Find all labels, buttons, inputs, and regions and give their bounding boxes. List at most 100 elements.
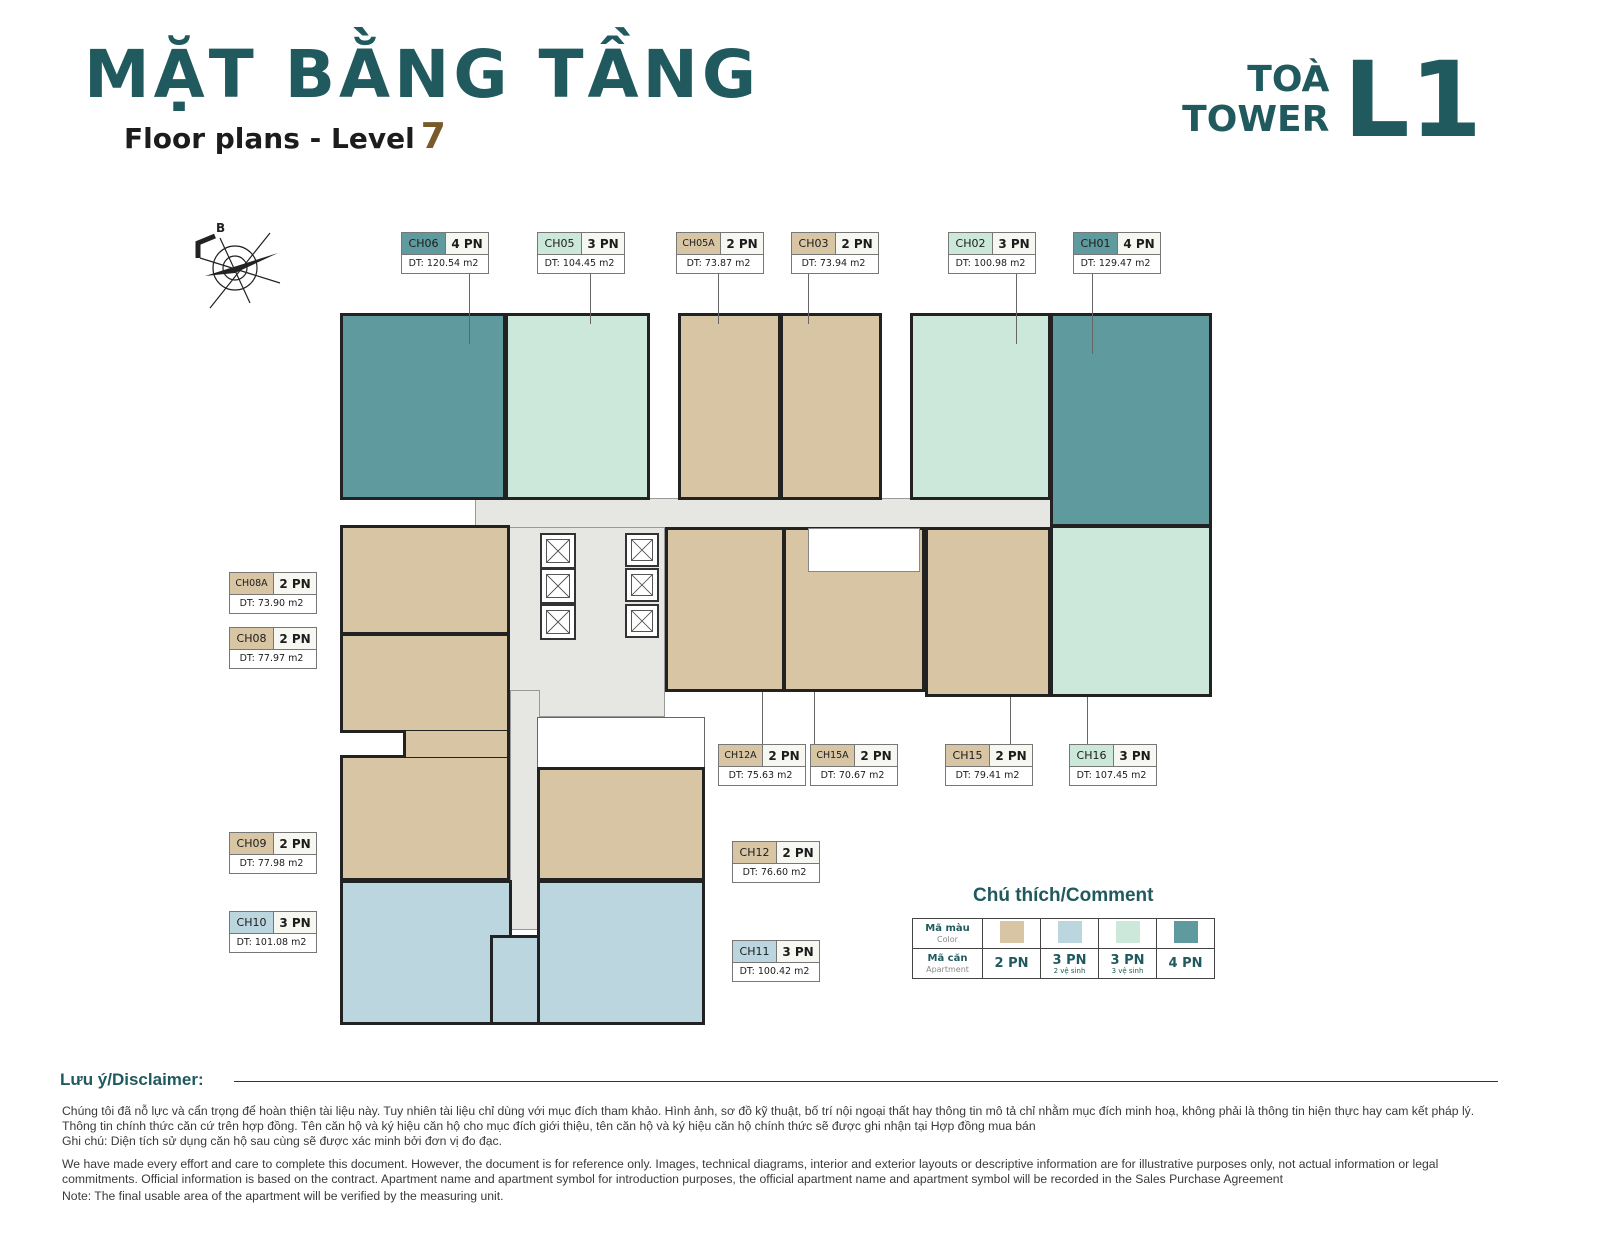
elevator <box>540 568 576 604</box>
unit-area: 73.90 m2 <box>257 598 304 609</box>
unit-area: 73.94 m2 <box>819 258 866 269</box>
unit-ch06[interactable] <box>340 313 506 500</box>
unit-id: CH05 <box>538 233 582 254</box>
unit-ch15[interactable] <box>925 527 1051 697</box>
unit-area: 104.45 m2 <box>562 258 615 269</box>
divider <box>234 1081 1498 1082</box>
elevator <box>625 533 659 567</box>
unit-ch10[interactable] <box>340 880 512 1025</box>
unit-area: 70.67 m2 <box>838 770 885 781</box>
unit-ch05[interactable] <box>505 313 650 500</box>
unit-area: 77.97 m2 <box>257 653 304 664</box>
unit-id: CH03 <box>792 233 836 254</box>
unit-ch03[interactable] <box>780 313 882 500</box>
unit-id: CH15A <box>811 745 855 766</box>
unit-ch05a[interactable] <box>678 313 781 500</box>
elevator <box>540 533 576 569</box>
disclaimer-heading: Lưu ý/Disclaimer: <box>60 1070 204 1089</box>
swatch-3pn-2vs <box>1057 920 1082 943</box>
unit-ch12[interactable] <box>537 767 705 881</box>
unit-bedrooms: 3 PN <box>993 233 1035 254</box>
subtitle-text: Floor plans - Level <box>124 122 415 155</box>
unit-connector <box>403 731 510 757</box>
unit-ch02[interactable] <box>910 313 1051 500</box>
unit-bedrooms: 3 PN <box>1114 745 1156 766</box>
unit-id: CH06 <box>402 233 446 254</box>
unit-id: CH12 <box>733 842 777 863</box>
compass-label: B <box>216 221 225 235</box>
unit-ch09[interactable] <box>340 755 510 881</box>
unit-id: CH12A <box>719 745 763 766</box>
legend-item: 3 PN <box>1052 952 1087 968</box>
unit-area: 73.87 m2 <box>704 258 751 269</box>
unit-bedrooms: 3 PN <box>777 941 819 962</box>
disclaimer-en-note: Note: The final usable area of the apart… <box>62 1189 504 1203</box>
legend-row-label: Mã màu <box>925 922 970 934</box>
corridor-horizontal <box>475 498 1105 528</box>
unit-bedrooms: 2 PN <box>836 233 878 254</box>
unit-ch16[interactable] <box>1050 525 1212 697</box>
unit-id: CH01 <box>1074 233 1118 254</box>
unit-id: CH11 <box>733 941 777 962</box>
stair-upper <box>808 528 920 572</box>
unit-ch12a[interactable] <box>665 527 785 692</box>
unit-id: CH05A <box>677 233 721 254</box>
elevator <box>540 604 576 640</box>
tower-line2: TOWER <box>1182 99 1330 140</box>
swatch-4pn <box>1173 920 1198 943</box>
unit-id: CH02 <box>949 233 993 254</box>
unit-area: 100.42 m2 <box>757 966 810 977</box>
unit-area: 107.45 m2 <box>1094 770 1147 781</box>
legend-title: Chú thích/Comment <box>973 885 1154 906</box>
level-number: 7 <box>420 116 446 157</box>
unit-ch01[interactable] <box>1050 313 1212 527</box>
unit-bedrooms: 3 PN <box>274 912 316 933</box>
unit-bedrooms: 2 PN <box>777 842 819 863</box>
unit-ch11[interactable] <box>537 880 705 1025</box>
unit-id: CH08 <box>230 628 274 649</box>
unit-bedrooms: 2 PN <box>763 745 805 766</box>
unit-area: 129.47 m2 <box>1098 258 1151 269</box>
legend-item: 4 PN <box>1168 956 1203 971</box>
unit-bedrooms: 3 PN <box>582 233 624 254</box>
unit-bedrooms: 2 PN <box>721 233 763 254</box>
unit-bedrooms: 2 PN <box>274 833 316 854</box>
stair-lower <box>537 717 705 769</box>
swatch-3pn-3vs <box>1115 920 1140 943</box>
unit-bedrooms: 4 PN <box>446 233 488 254</box>
compass-icon: B <box>190 218 285 313</box>
elevator <box>625 568 659 602</box>
unit-area: 120.54 m2 <box>426 258 479 269</box>
legend-row-label: Mã căn <box>927 952 968 964</box>
swatch-2pn <box>999 920 1024 943</box>
unit-ch08a[interactable] <box>340 525 510 635</box>
legend-item: 2 PN <box>994 956 1029 971</box>
legend-item: 3 PN <box>1110 952 1145 968</box>
unit-ch08[interactable] <box>340 633 510 733</box>
disclaimer-vi: Chúng tôi đã nỗ lực và cẩn trọng để hoàn… <box>62 1104 1475 1133</box>
disclaimer-en: We have made every effort and care to co… <box>62 1157 1439 1186</box>
unit-bedrooms: 2 PN <box>855 745 897 766</box>
unit-area: 76.60 m2 <box>760 867 807 878</box>
unit-bedrooms: 2 PN <box>274 628 316 649</box>
unit-bedrooms: 2 PN <box>274 573 316 594</box>
unit-area: 75.63 m2 <box>746 770 793 781</box>
elevator <box>625 604 659 638</box>
